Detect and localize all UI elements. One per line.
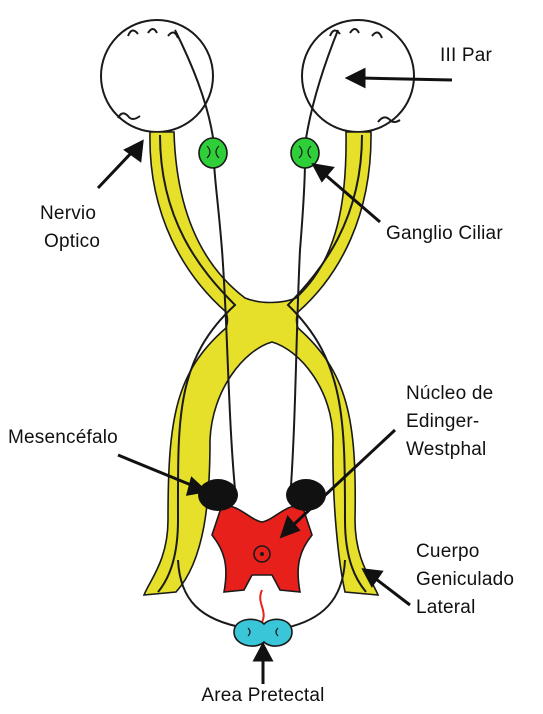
label-cuerpo-2: Geniculado — [416, 568, 514, 592]
ciliary-ganglion-right — [291, 138, 319, 168]
label-mesencefalo: Mesencéfalo — [8, 426, 118, 450]
ciliary-ganglion-left — [199, 138, 227, 168]
label-iii-par: III Par — [440, 44, 492, 68]
label-cuerpo-3: Lateral — [416, 596, 476, 620]
label-area-pretectal: Area Pretectal — [170, 684, 356, 708]
label-nervio-optico-1: Nervio — [40, 202, 96, 226]
edinger-westphal-nuclei — [198, 479, 326, 511]
label-nucleo-2: Edinger- — [406, 410, 479, 434]
label-nervio-optico-2: Optico — [44, 230, 100, 254]
label-cuerpo-1: Cuerpo — [416, 540, 480, 564]
label-nucleo-1: Núcleo de — [406, 382, 493, 406]
label-ganglio-ciliar: Ganglio Ciliar — [386, 222, 503, 246]
label-nucleo-3: Westphal — [406, 438, 486, 462]
